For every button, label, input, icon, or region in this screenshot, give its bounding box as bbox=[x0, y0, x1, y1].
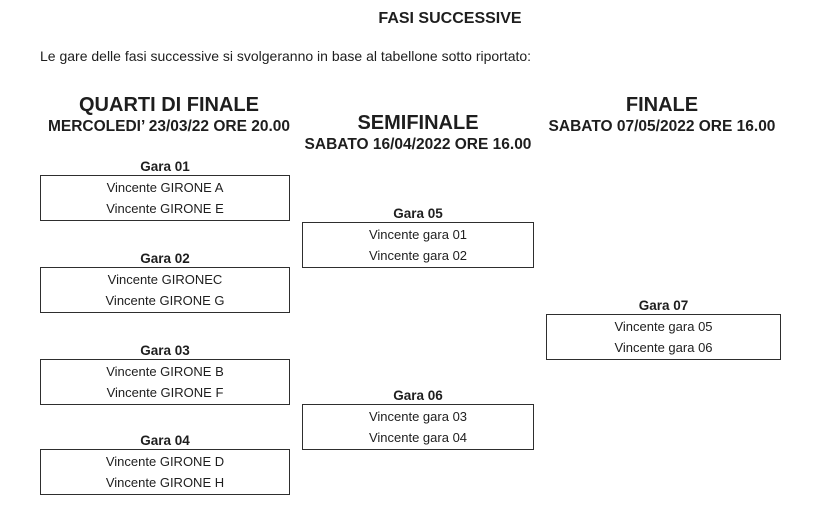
match-box: Vincente gara 05 Vincente gara 06 bbox=[546, 314, 781, 360]
team-away: Vincente GIRONE F bbox=[106, 385, 224, 400]
match-gara-01: Gara 01 Vincente GIRONE A Vincente GIRON… bbox=[40, 159, 290, 221]
match-box: Vincente GIRONEC Vincente GIRONE G bbox=[40, 267, 290, 313]
match-label: Gara 03 bbox=[140, 343, 190, 358]
match-label: Gara 02 bbox=[140, 251, 190, 266]
round-header-final: FINALE SABATO 07/05/2022 ORE 16.00 bbox=[546, 94, 778, 136]
match-gara-07: Gara 07 Vincente gara 05 Vincente gara 0… bbox=[546, 298, 781, 360]
round-title-semifinals: SEMIFINALE bbox=[357, 112, 479, 134]
match-gara-06: Gara 06 Vincente gara 03 Vincente gara 0… bbox=[302, 388, 534, 450]
page-title: FASI SUCCESSIVE bbox=[378, 10, 522, 27]
match-gara-02: Gara 02 Vincente GIRONEC Vincente GIRONE… bbox=[40, 251, 290, 313]
match-box: Vincente GIRONE A Vincente GIRONE E bbox=[40, 175, 290, 221]
match-label: Gara 07 bbox=[638, 298, 689, 313]
match-gara-05: Gara 05 Vincente gara 01 Vincente gara 0… bbox=[302, 206, 534, 268]
team-away: Vincente GIRONE H bbox=[105, 475, 225, 490]
match-label: Gara 01 bbox=[140, 159, 190, 174]
round-header-quarterfinals: QUARTI DI FINALE MERCOLEDI’ 23/03/22 ORE… bbox=[40, 94, 298, 136]
team-home: Vincente GIRONE B bbox=[106, 364, 224, 379]
match-box: Vincente GIRONE D Vincente GIRONE H bbox=[40, 449, 290, 495]
match-label: Gara 04 bbox=[140, 433, 190, 448]
match-gara-04: Gara 04 Vincente GIRONE D Vincente GIRON… bbox=[40, 433, 290, 495]
match-box: Vincente gara 01 Vincente gara 02 bbox=[302, 222, 534, 268]
team-home: Vincente GIRONE D bbox=[105, 454, 225, 469]
team-away: Vincente gara 06 bbox=[614, 340, 713, 355]
match-box: Vincente gara 03 Vincente gara 04 bbox=[302, 404, 534, 450]
match-label: Gara 06 bbox=[393, 388, 443, 403]
team-away: Vincente gara 02 bbox=[368, 248, 468, 263]
team-away: Vincente GIRONE E bbox=[106, 201, 224, 216]
team-home: Vincente gara 03 bbox=[368, 409, 468, 424]
round-date-semifinals: SABATO 16/04/2022 ORE 16.00 bbox=[304, 136, 532, 153]
match-box: Vincente GIRONE B Vincente GIRONE F bbox=[40, 359, 290, 405]
team-home: Vincente GIRONEC bbox=[107, 272, 223, 287]
round-title-quarterfinals: QUARTI DI FINALE bbox=[79, 94, 259, 116]
team-home: Vincente GIRONE A bbox=[106, 180, 224, 195]
round-title-final: FINALE bbox=[625, 94, 699, 116]
intro-text: Le gare delle fasi successive si svolger… bbox=[40, 48, 532, 64]
team-home: Vincente gara 01 bbox=[368, 227, 468, 242]
team-home: Vincente gara 05 bbox=[614, 319, 713, 334]
round-date-final: SABATO 07/05/2022 ORE 16.00 bbox=[548, 118, 776, 135]
match-label: Gara 05 bbox=[393, 206, 443, 221]
match-gara-03: Gara 03 Vincente GIRONE B Vincente GIRON… bbox=[40, 343, 290, 405]
round-date-quarterfinals: MERCOLEDI’ 23/03/22 ORE 20.00 bbox=[47, 118, 291, 135]
team-away: Vincente gara 04 bbox=[368, 430, 468, 445]
round-header-semifinals: SEMIFINALE SABATO 16/04/2022 ORE 16.00 bbox=[302, 112, 534, 154]
team-away: Vincente GIRONE G bbox=[105, 293, 225, 308]
